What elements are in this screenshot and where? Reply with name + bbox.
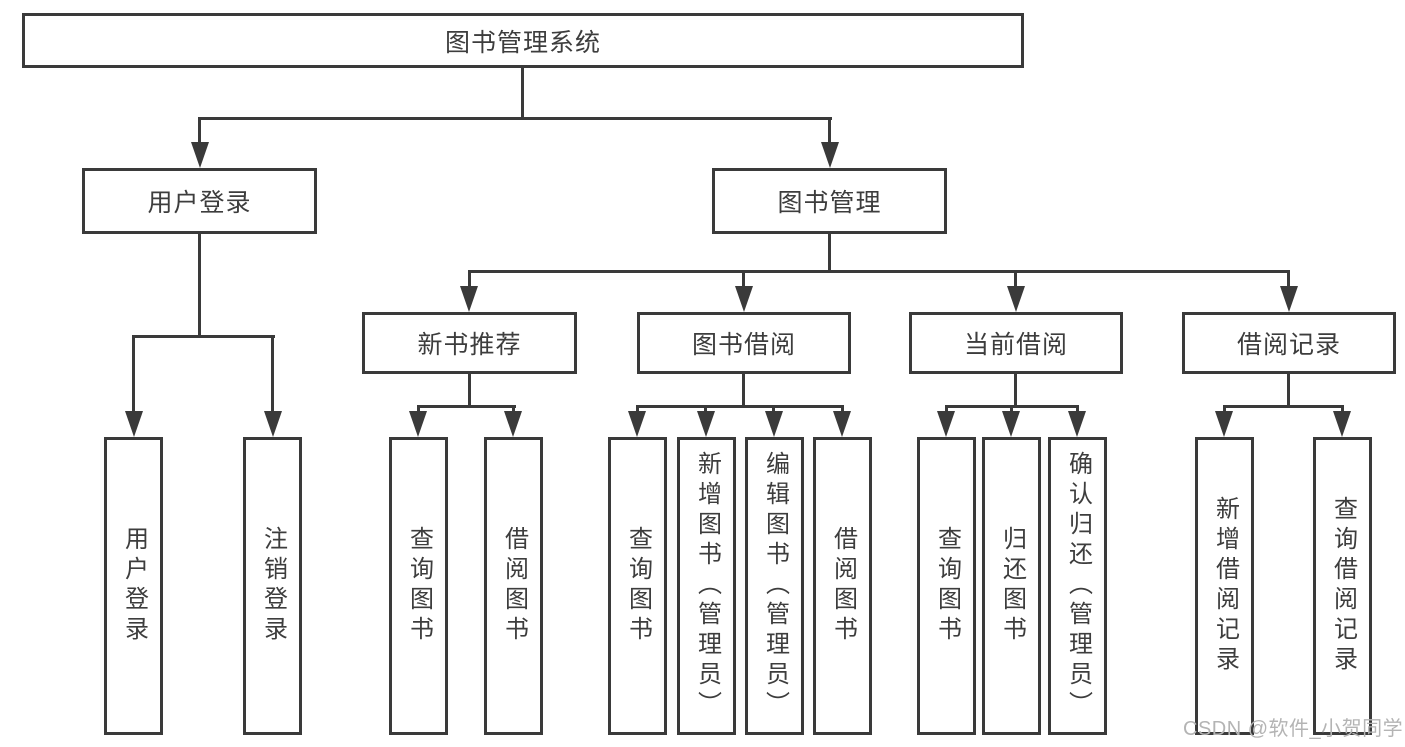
leaf-query-books-recommend: 查询图书 (389, 437, 448, 735)
leaf-edit-book-admin: 编辑图书（管理员） (745, 437, 804, 735)
connector-vline (945, 405, 948, 414)
node-book-management: 图书管理 (712, 168, 947, 234)
connector-vline (636, 405, 639, 414)
connector-hline (636, 405, 844, 408)
leaf-logout-label: 注销登录 (259, 526, 287, 646)
node-book-management-label: 图书管理 (777, 189, 882, 217)
arrow-down-icon (937, 411, 955, 437)
leaf-user-login-label: 用户登录 (120, 526, 148, 646)
connector-hline (1223, 405, 1344, 408)
leaf-edit-book-admin-label: 编辑图书（管理员） (761, 451, 789, 721)
node-user-login: 用户登录 (82, 168, 317, 234)
node-book-borrowing-label: 图书借阅 (691, 331, 796, 359)
leaf-add-borrow-record: 新增借阅记录 (1195, 437, 1254, 735)
arrow-down-icon (460, 286, 478, 312)
leaf-query-books-current: 查询图书 (917, 437, 976, 735)
arrow-down-icon (1333, 411, 1351, 437)
leaf-user-login: 用户登录 (104, 437, 163, 735)
leaf-borrow-books-borrowing-label: 借阅图书 (829, 526, 857, 646)
arrow-down-icon (833, 411, 851, 437)
connector-hline (132, 335, 275, 338)
leaf-borrow-books-recommend-label: 借阅图书 (500, 526, 528, 646)
arrow-down-icon (1280, 286, 1298, 312)
arrow-down-icon (1002, 411, 1020, 437)
arrow-down-icon (504, 411, 522, 437)
leaf-add-book-admin: 新增图书（管理员） (677, 437, 736, 735)
leaf-query-books-borrowing: 查询图书 (608, 437, 667, 735)
connector-vline (1076, 405, 1079, 414)
node-new-book-recommend: 新书推荐 (362, 312, 577, 374)
connector-vline (468, 270, 471, 289)
arrow-down-icon (765, 411, 783, 437)
leaf-add-book-admin-label: 新增图书（管理员） (693, 451, 721, 721)
connector-vline (512, 405, 515, 414)
leaf-return-books-label: 归还图书 (998, 526, 1026, 646)
connector-vline (198, 117, 201, 145)
leaf-add-borrow-record-label: 新增借阅记录 (1211, 496, 1239, 676)
node-borrowing-records-label: 借阅记录 (1236, 331, 1341, 359)
connector-vline (1287, 270, 1290, 289)
node-book-borrowing: 图书借阅 (637, 312, 851, 374)
connector-vline (271, 335, 274, 413)
arrow-down-icon (735, 286, 753, 312)
leaf-query-borrow-record-label: 查询借阅记录 (1329, 496, 1357, 676)
arrow-down-icon (409, 411, 427, 437)
connector-hline (198, 117, 832, 120)
node-user-login-label: 用户登录 (147, 189, 252, 217)
connector-vline (1014, 374, 1017, 407)
node-root: 图书管理系统 (22, 13, 1024, 68)
node-current-borrowing: 当前借阅 (909, 312, 1123, 374)
arrow-down-icon (1215, 411, 1233, 437)
connector-vline (521, 68, 524, 118)
arrow-down-icon (628, 411, 646, 437)
connector-vline (417, 405, 420, 414)
arrow-down-icon (697, 411, 715, 437)
leaf-query-borrow-record: 查询借阅记录 (1313, 437, 1372, 735)
connector-vline (1014, 270, 1017, 289)
leaf-borrow-books-recommend: 借阅图书 (484, 437, 543, 735)
connector-vline (1223, 405, 1226, 414)
connector-vline (132, 335, 135, 413)
leaf-logout: 注销登录 (243, 437, 302, 735)
connector-vline (704, 405, 707, 414)
arrow-down-icon (264, 411, 282, 437)
leaf-confirm-return-admin-label: 确认归还（管理员） (1064, 451, 1092, 721)
connector-vline (841, 405, 844, 414)
leaf-query-books-recommend-label: 查询图书 (405, 526, 433, 646)
connector-hline (417, 405, 516, 408)
arrow-down-icon (1068, 411, 1086, 437)
connector-vline (1341, 405, 1344, 414)
connector-vline (772, 405, 775, 414)
node-borrowing-records: 借阅记录 (1182, 312, 1396, 374)
connector-hline (468, 270, 1290, 273)
leaf-return-books: 归还图书 (982, 437, 1041, 735)
arrow-down-icon (821, 142, 839, 168)
connector-vline (1287, 374, 1290, 407)
node-current-borrowing-label: 当前借阅 (963, 331, 1068, 359)
connector-vline (1010, 405, 1013, 414)
leaf-borrow-books-borrowing: 借阅图书 (813, 437, 872, 735)
connector-vline (828, 234, 831, 272)
leaf-query-books-current-label: 查询图书 (933, 526, 961, 646)
arrow-down-icon (1007, 286, 1025, 312)
csdn-watermark: CSDN @软件_小贺同学 (1183, 718, 1404, 740)
arrow-down-icon (191, 142, 209, 168)
connector-vline (742, 270, 745, 289)
connector-vline (468, 374, 471, 407)
connector-vline (828, 117, 831, 145)
connector-vline (742, 374, 745, 407)
connector-vline (198, 234, 201, 337)
arrow-down-icon (125, 411, 143, 437)
node-root-label: 图书管理系统 (444, 28, 601, 57)
node-new-book-recommend-label: 新书推荐 (417, 331, 522, 359)
leaf-query-books-borrowing-label: 查询图书 (624, 526, 652, 646)
leaf-confirm-return-admin: 确认归还（管理员） (1048, 437, 1107, 735)
